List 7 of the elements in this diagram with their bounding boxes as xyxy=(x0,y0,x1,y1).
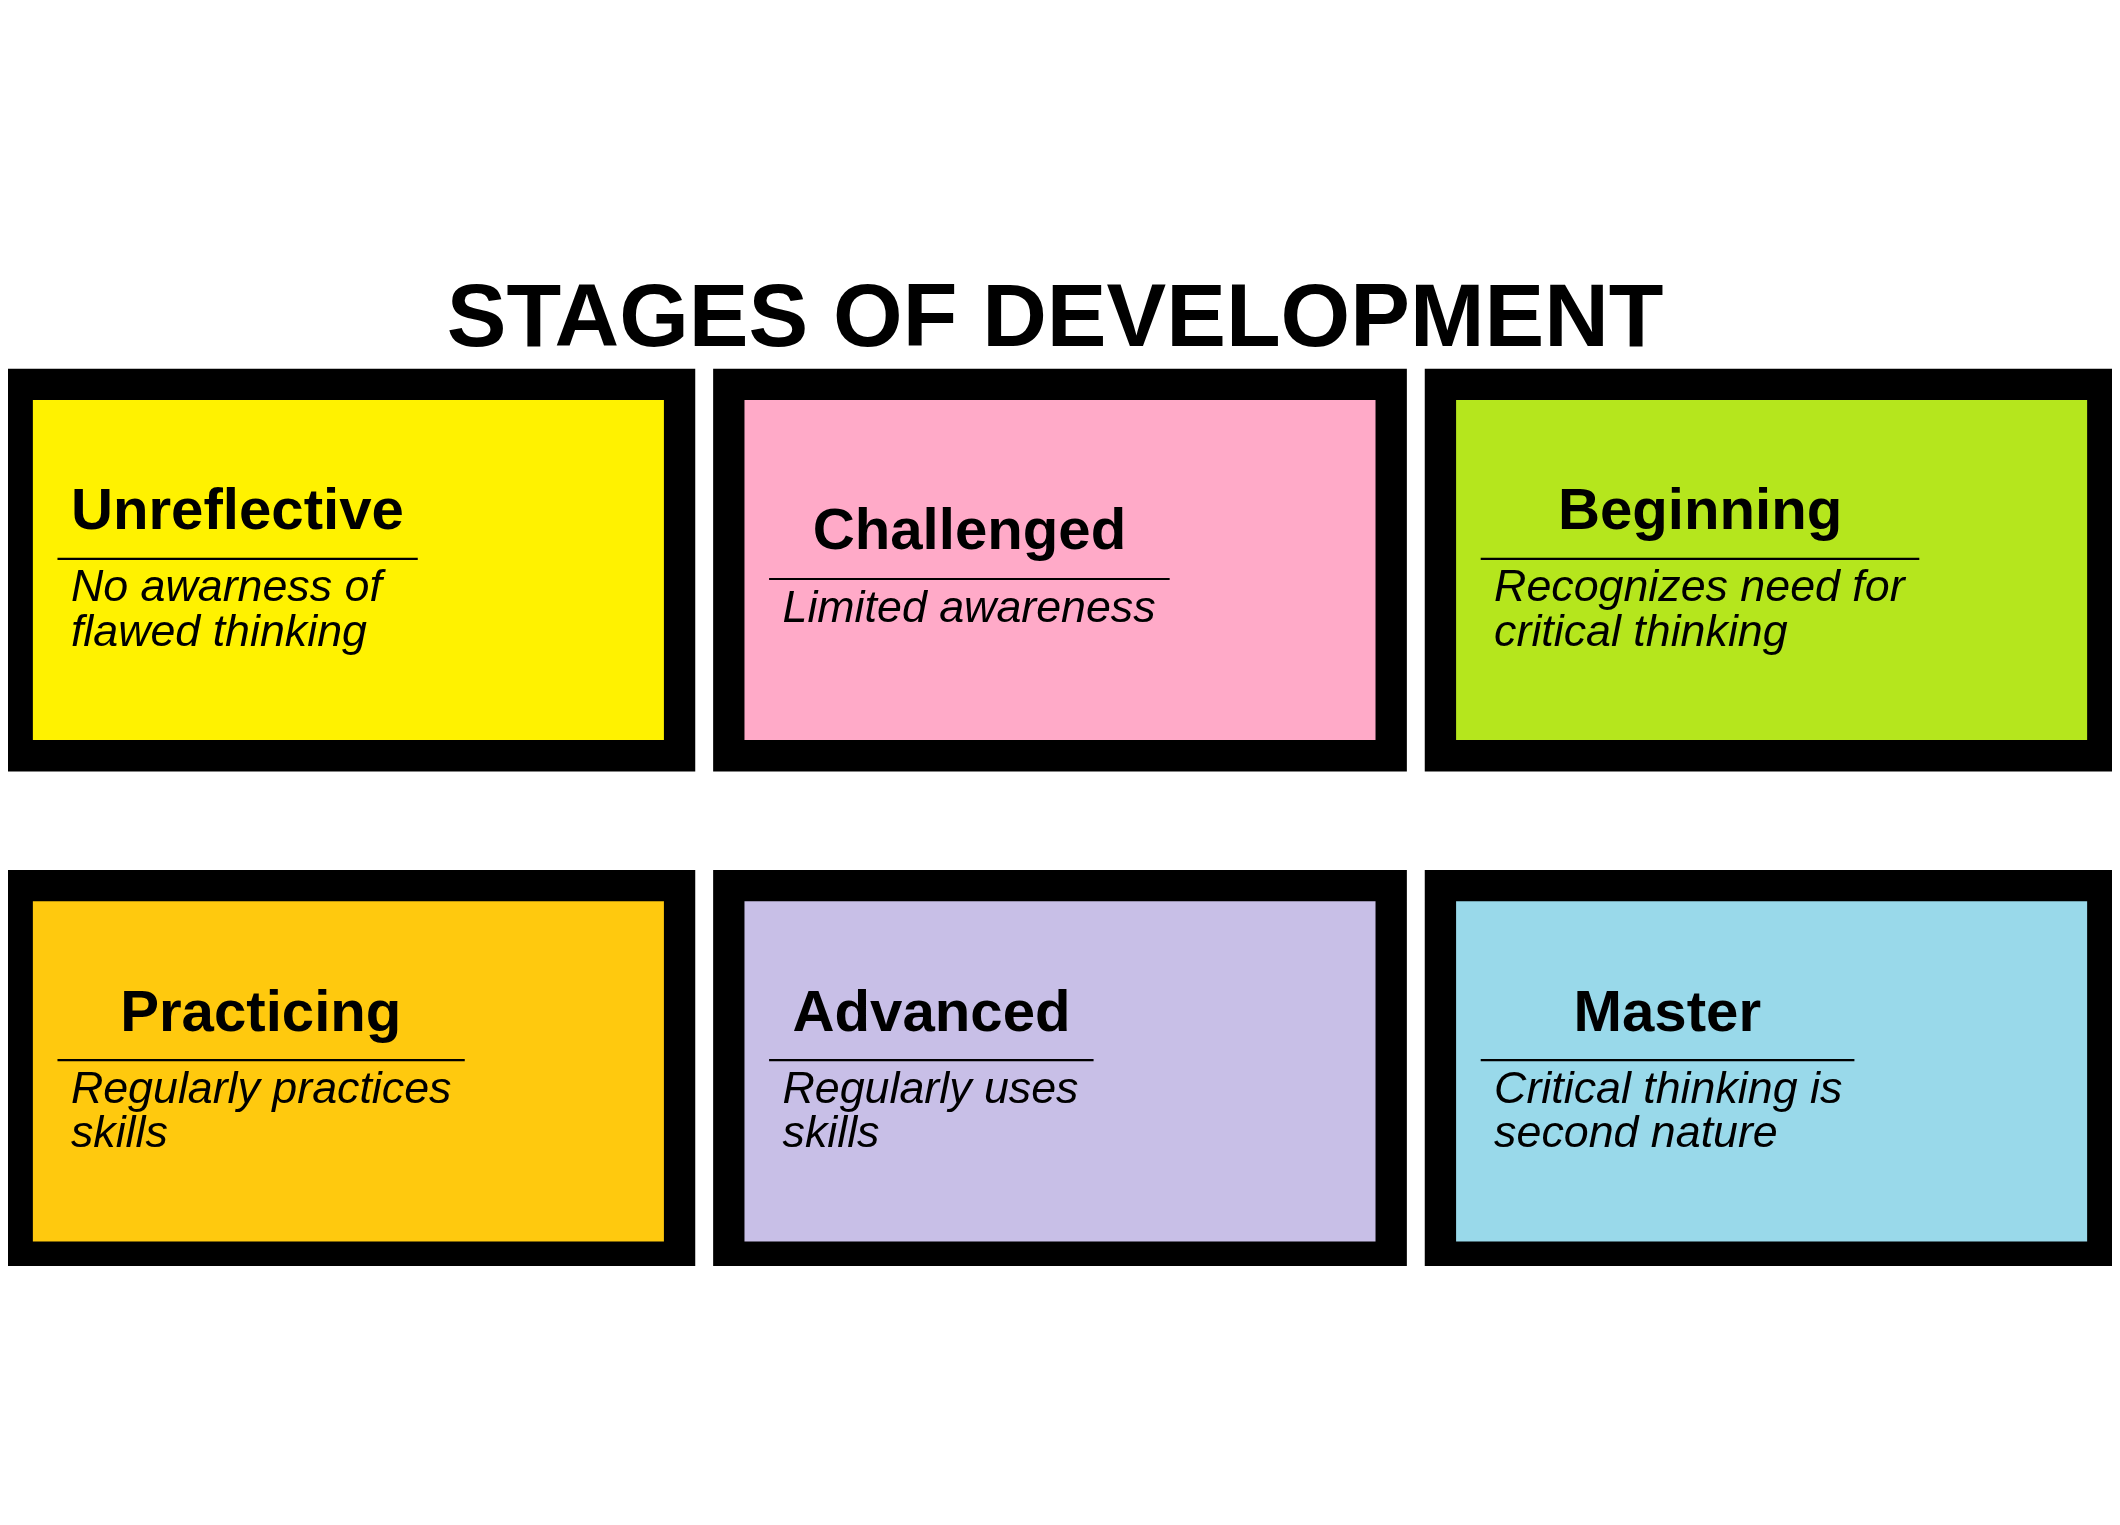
node-box: Unreflective No awarness of flawed thinking xyxy=(8,368,696,772)
node-box: Advanced Regularly uses skills xyxy=(713,869,1407,1266)
node-box: Beginning Recognizes need for critical thinking xyxy=(1424,368,2112,772)
node-box: Master Critical thinking is second nature xyxy=(1424,869,2112,1266)
diagram-title: STAGES OF DEVELOPMENT xyxy=(446,265,1664,366)
node-box: Practicing Regularly practices skills xyxy=(8,869,696,1266)
node-box: Challenged Limited awareness xyxy=(713,368,1407,772)
